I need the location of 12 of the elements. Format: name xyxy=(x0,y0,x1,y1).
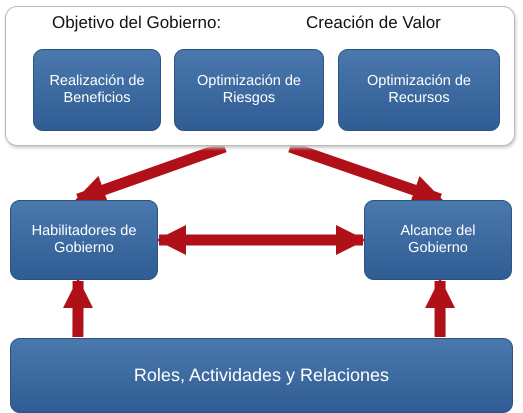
process-box: Alcance del Gobierno xyxy=(364,200,512,280)
process-box: Realización de Beneficios xyxy=(33,49,161,131)
panel-heading: Objetivo del Gobierno: xyxy=(52,13,222,33)
arrow xyxy=(425,278,456,337)
arrow xyxy=(63,278,93,338)
process-box: Habilitadores de Gobierno xyxy=(10,200,158,280)
process-box: Optimización de Recursos xyxy=(338,49,500,131)
arrow xyxy=(156,225,366,255)
process-box: Roles, Actividades y Relaciones xyxy=(10,338,513,413)
group-panel xyxy=(5,6,515,146)
panel-heading: Creación de Valor xyxy=(306,13,441,33)
process-box: Optimización de Riesgos xyxy=(174,49,324,131)
